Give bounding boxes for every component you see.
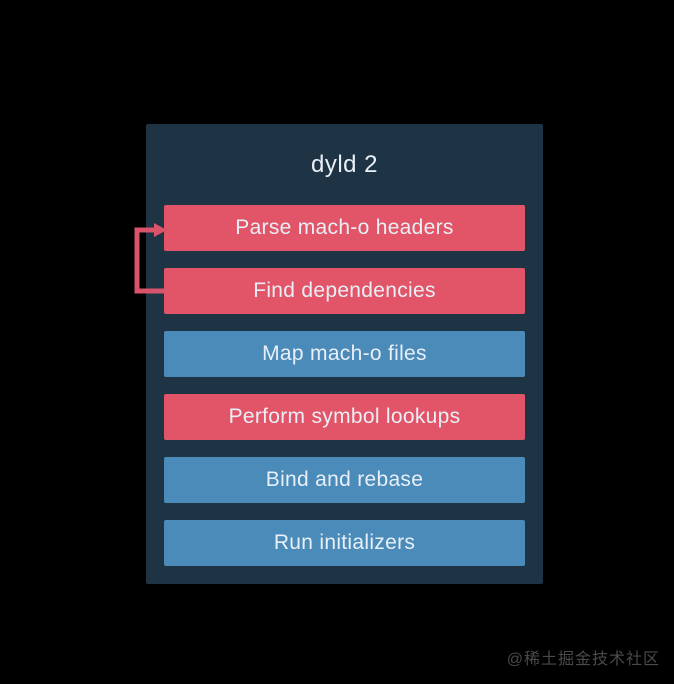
step-bar: Run initializers <box>164 520 525 566</box>
step-bar: Find dependencies <box>164 268 525 314</box>
panel-title: dyld 2 <box>310 150 379 178</box>
step-bar: Map mach-o files <box>164 331 525 377</box>
loop-back-arrow-icon <box>134 223 167 294</box>
step-bar: Parse mach-o headers <box>164 205 525 251</box>
step-bar: Perform symbol lookups <box>164 394 525 440</box>
step-bar: Bind and rebase <box>164 457 525 503</box>
watermark: @稀土掘金技术社区 <box>506 651 660 668</box>
